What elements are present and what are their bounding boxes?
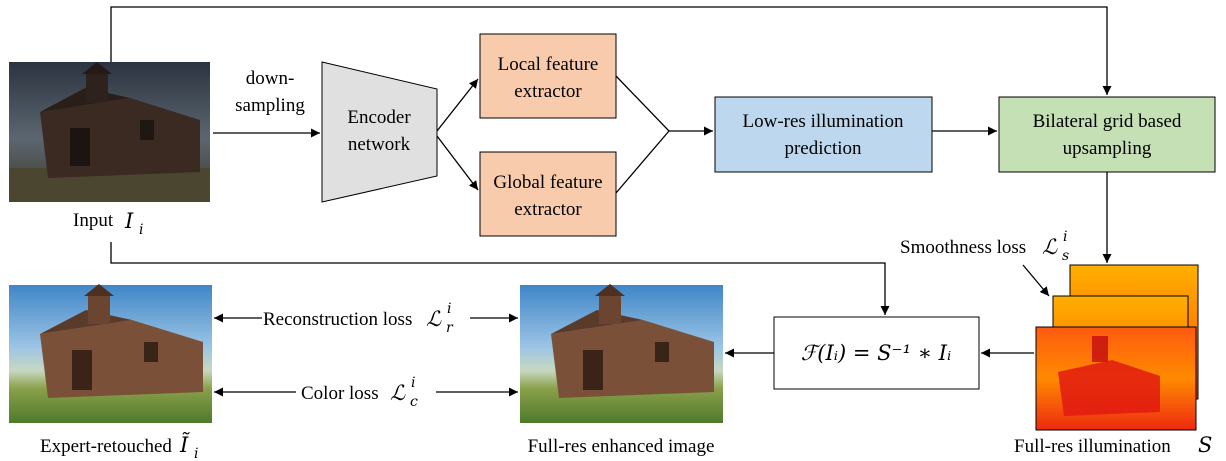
encoder-to-global-arrow: [436, 135, 479, 191]
expert-retouched-image: [9, 284, 212, 423]
lowres-illumination-block: [714, 96, 933, 173]
expert-retouched-caption: Expert-retouched: [40, 436, 172, 457]
skip-arrow-top: [110, 6, 1112, 95]
illumination-caption: Full-res illumination: [1014, 436, 1171, 457]
smoothness-loss-label: Smoothness loss: [900, 237, 1026, 258]
bilateral-grid-block: [998, 96, 1216, 173]
color-loss-label: Color loss: [301, 383, 379, 404]
reconstruction-loss-label: Reconstruction loss: [263, 309, 412, 330]
color-loss-symbol: ℒ: [390, 381, 406, 405]
expert-retouched-symbol: Ĩ: [179, 433, 190, 457]
expert-retouched-subscript: i: [194, 446, 198, 461]
color-loss-sup: i: [411, 375, 415, 391]
bilateral-label-line1: Bilateral grid based: [1033, 111, 1182, 132]
input-subscript: i: [139, 222, 143, 238]
local-label-line1: Local feature: [498, 54, 599, 75]
reconstruction-loss-sup: i: [447, 301, 451, 317]
reconstruction-loss-sub: r: [446, 320, 454, 336]
color-loss-sub: c: [410, 394, 418, 410]
illumination-maps: [1035, 264, 1199, 431]
local-feature-extractor-block: [479, 33, 617, 119]
enhanced-image: [520, 284, 723, 423]
encoder-label-line2: network: [348, 134, 411, 155]
illumination-symbol: S: [1198, 433, 1212, 457]
input-caption: Input: [73, 210, 114, 231]
downsampling-label-line1: down-: [246, 68, 295, 89]
smoothness-loss-sub: s: [1062, 248, 1069, 264]
global-label-line2: extractor: [514, 199, 582, 220]
smoothness-loss-symbol: ℒ: [1042, 235, 1058, 259]
encoder-to-local-arrow: [436, 78, 479, 132]
encoder-network-block: [321, 61, 438, 203]
formula-text: ℱ(Iᵢ) = S⁻¹ ∗ Iᵢ: [801, 341, 951, 365]
input-image: [9, 62, 210, 202]
lowres-label-line1: Low-res illumination: [743, 111, 904, 132]
local-merge-line: [615, 75, 670, 132]
global-label-line1: Global feature: [493, 172, 602, 193]
connectors: [110, 6, 1112, 397]
bilateral-label-line2: upsampling: [1063, 138, 1152, 159]
lowres-label-line2: prediction: [784, 138, 862, 159]
smoothness-pointer-arrow: [1022, 264, 1050, 297]
enhanced-image-caption: Full-res enhanced image: [528, 436, 715, 457]
reconstruction-loss-symbol: ℒ: [426, 307, 442, 331]
global-merge-line: [615, 130, 670, 194]
global-feature-extractor-block: [479, 151, 617, 237]
local-label-line2: extractor: [514, 81, 582, 102]
smoothness-loss-sup: i: [1063, 229, 1067, 245]
input-to-formula-arrow: [110, 242, 890, 315]
input-symbol: I: [124, 209, 134, 233]
downsampling-label-line2: sampling: [235, 95, 305, 116]
encoder-label-line1: Encoder: [347, 107, 411, 128]
